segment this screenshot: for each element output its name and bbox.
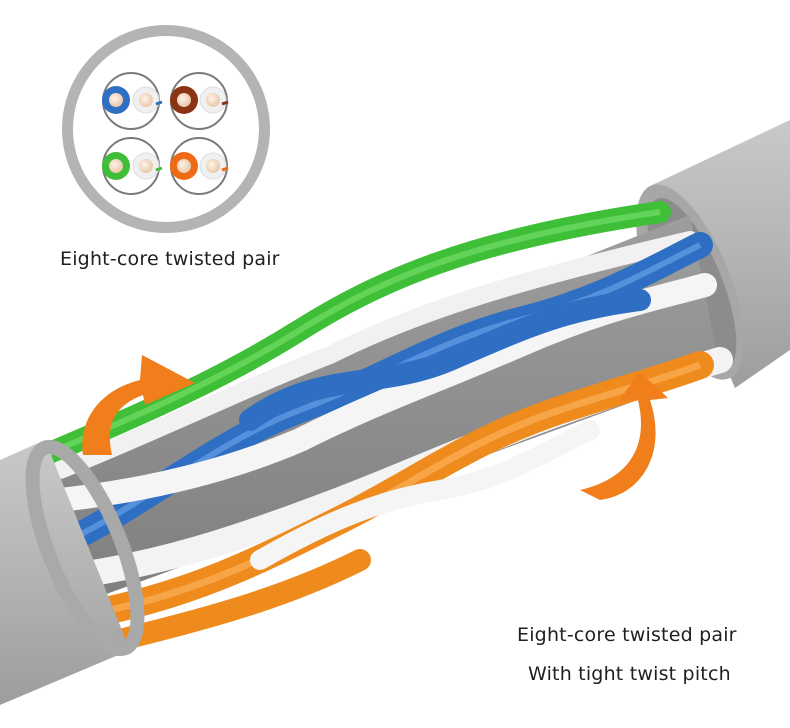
brown-pair-cross-section [170, 72, 229, 130]
cross-section-caption: Eight-core twisted pair [60, 248, 280, 270]
twist-arrow-icon [580, 372, 668, 500]
blue-wire-pair [48, 232, 717, 553]
green-wire-pair [34, 201, 699, 479]
green-pair-cross-section [102, 137, 163, 195]
orange-pair-cross-section [170, 137, 229, 195]
cable [0, 120, 790, 705]
blue-pair-cross-section [102, 72, 163, 130]
cross-section-diagram [62, 25, 270, 233]
detail-caption-line1: Eight-core twisted pair [517, 624, 737, 646]
orange-wire-pair [96, 351, 714, 651]
detail-caption-line2: With tight twist pitch [528, 663, 731, 685]
twist-arrow-icon [82, 355, 195, 455]
jacket-left [0, 439, 145, 705]
